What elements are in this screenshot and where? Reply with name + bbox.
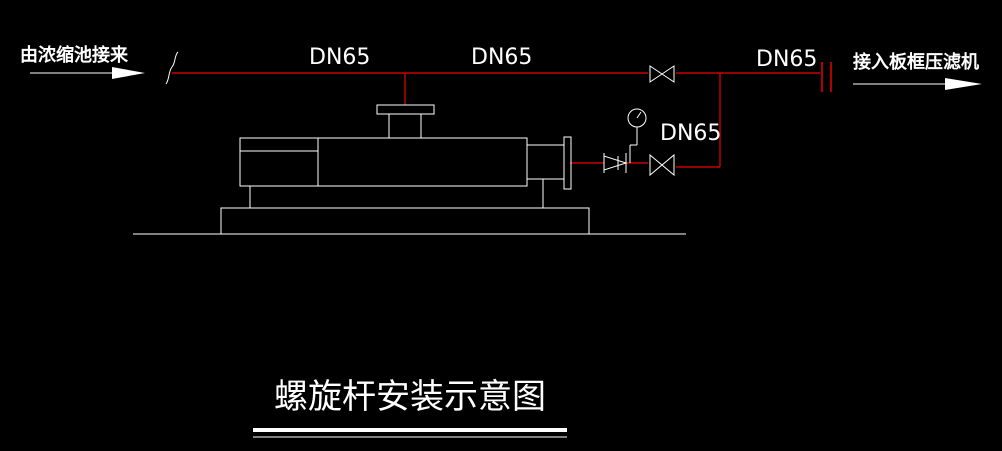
inlet-label: 由浓缩池接来 (20, 44, 129, 66)
blind-flange (821, 62, 832, 92)
gate-valve-main (649, 65, 675, 83)
outlet-arrow (853, 78, 982, 90)
check-valve (603, 153, 628, 173)
pipe-label-1: DN65 (309, 45, 370, 70)
pressure-gauge (627, 108, 647, 163)
pipe-break-symbol (165, 51, 179, 85)
title-underline (253, 428, 567, 438)
diagram-title: 螺旋杆安装示意图 (274, 377, 546, 417)
screw-pump (133, 104, 686, 235)
outlet-label: 接入板框压滤机 (853, 51, 979, 73)
gate-valve-return (649, 153, 675, 177)
pipe-label-2: DN65 (471, 45, 532, 70)
pipe-label-3: DN65 (756, 47, 817, 72)
inlet-arrow (30, 67, 145, 79)
discharge-pipe (172, 72, 820, 168)
pipe-label-4: DN65 (660, 121, 721, 146)
